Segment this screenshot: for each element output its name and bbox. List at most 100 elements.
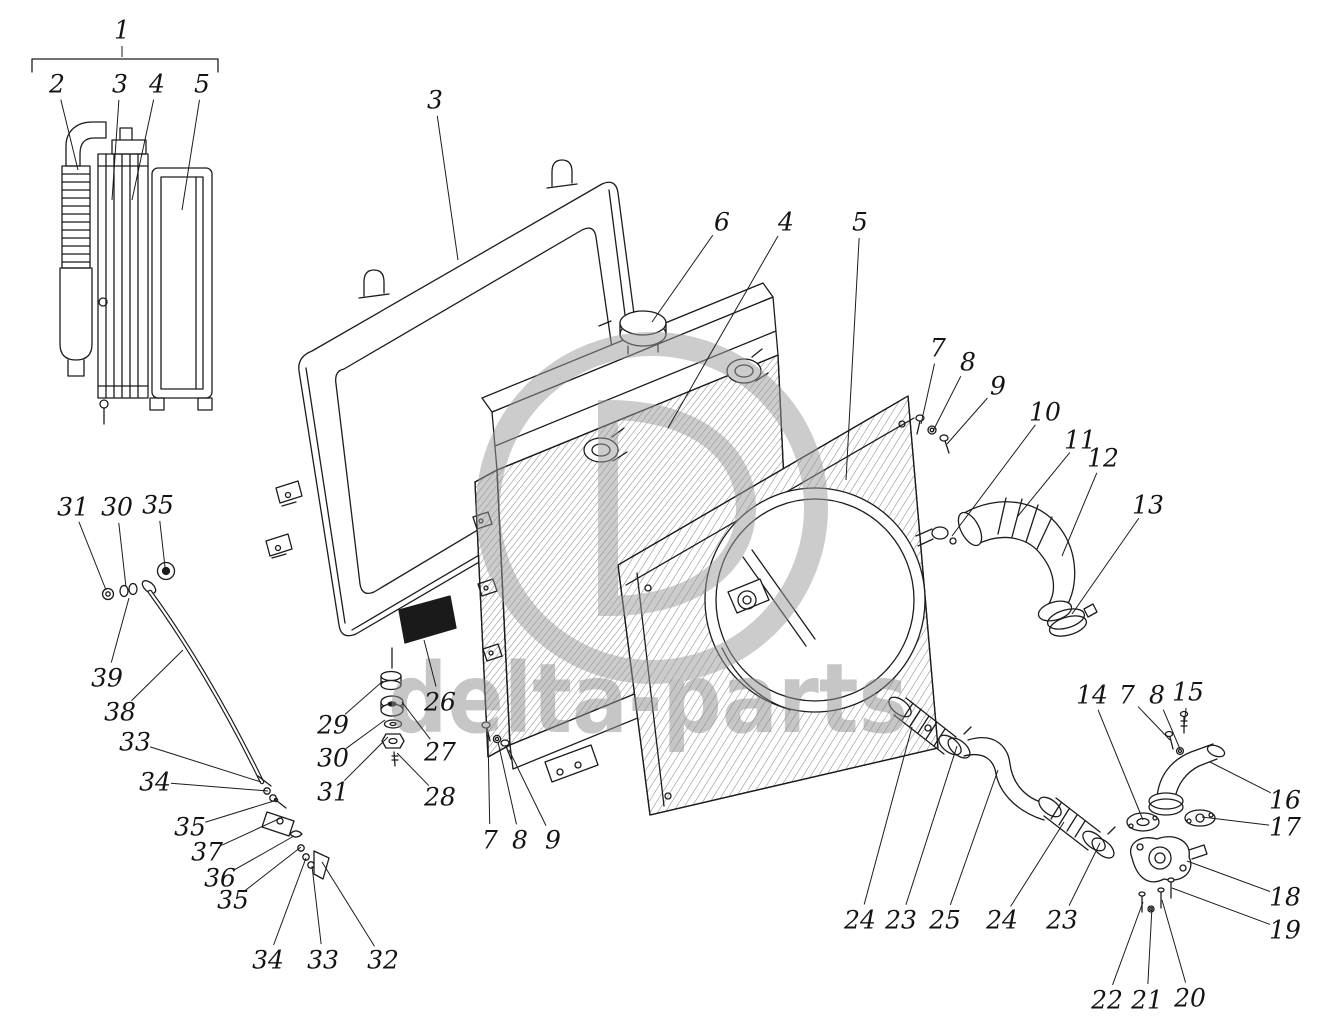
- callout-34: 34: [139, 768, 171, 797]
- callout-8: 8: [512, 826, 528, 855]
- leader-line-31: [343, 736, 389, 782]
- leader-line-22: [1112, 901, 1144, 986]
- thermostat-outlet-group: [1126, 710, 1226, 913]
- leader-line-12: [1061, 472, 1098, 557]
- leader-line-16: [1209, 761, 1271, 794]
- callout-31: 31: [317, 778, 349, 807]
- leader-line-8: [1162, 709, 1181, 750]
- leader-line-15: [1183, 707, 1187, 727]
- callout-33: 33: [307, 946, 339, 975]
- callout-26: 26: [423, 688, 456, 717]
- washer: [383, 719, 403, 729]
- leader-line-3: [111, 99, 120, 201]
- callout-24: 24: [843, 906, 876, 935]
- callout-17: 17: [1269, 813, 1301, 842]
- leader-line-32: [321, 861, 375, 947]
- callout-20: 20: [1173, 984, 1206, 1013]
- callout-39: 39: [91, 664, 123, 693]
- line-art: [31, 58, 1226, 913]
- leader-line-17: [1201, 816, 1270, 826]
- bolt: [1164, 730, 1174, 738]
- leader-line-11: [1017, 452, 1071, 517]
- callout-16: 16: [1269, 786, 1301, 815]
- leader-line-9: [946, 397, 988, 445]
- leader-line-7: [487, 734, 491, 825]
- callout-7: 7: [482, 826, 498, 855]
- shroud-fitting: [915, 526, 957, 547]
- drain-rod-assembly: [101, 561, 330, 880]
- callout-4: 4: [148, 70, 165, 99]
- leader-line-8: [497, 741, 517, 825]
- callout-18: 18: [1269, 883, 1301, 912]
- leader-line-30: [118, 522, 127, 588]
- screw: [939, 434, 949, 442]
- lower-bolt-set: [481, 721, 512, 760]
- frame-bracket: [275, 480, 303, 504]
- leader-line-21: [1147, 906, 1153, 985]
- watermark-letter-d: [598, 399, 757, 617]
- leader-line-36: [233, 835, 295, 871]
- callout-3: 3: [427, 86, 443, 115]
- callout-24: 24: [985, 906, 1018, 935]
- leader-line-5: [181, 99, 200, 211]
- thermostat-housing: [1130, 836, 1192, 883]
- leader-line-37: [221, 816, 284, 846]
- leader-line-24: [863, 726, 913, 905]
- washer: [128, 582, 138, 596]
- leader-line-24: [1010, 821, 1065, 907]
- callout-2: 2: [48, 70, 65, 99]
- lever: [313, 850, 330, 880]
- callout-27: 27: [423, 738, 456, 767]
- inset-radiator-side-view: [31, 58, 219, 425]
- inset-tank: [59, 267, 93, 361]
- callout-5: 5: [194, 70, 210, 99]
- leader-line-33: [150, 746, 262, 783]
- leader-line-9: [508, 749, 547, 826]
- leader-line-20: [1161, 899, 1187, 983]
- callout-32: 32: [367, 946, 399, 975]
- hose-clamp: [1091, 837, 1115, 859]
- callout-6: 6: [714, 208, 730, 237]
- leader-line-31: [78, 521, 107, 591]
- frame-bracket: [265, 533, 293, 557]
- leader-line-6: [651, 234, 714, 323]
- washer: [927, 425, 937, 435]
- callout-15: 15: [1172, 678, 1204, 707]
- washer: [1175, 746, 1185, 756]
- gasket: [1184, 809, 1216, 827]
- watermark: delta-parts: [388, 332, 908, 755]
- stud: [391, 751, 399, 767]
- callout-21: 21: [1130, 986, 1163, 1015]
- leader-line-35: [205, 799, 278, 823]
- rubber-flap: [398, 595, 457, 644]
- callout-30: 30: [317, 744, 349, 773]
- callout-35: 35: [174, 813, 206, 842]
- callout-19: 19: [1269, 916, 1301, 945]
- callout-37: 37: [191, 838, 223, 867]
- callout-38: 38: [104, 698, 136, 727]
- leader-line-10: [951, 424, 1036, 537]
- leader-line-38: [131, 649, 184, 702]
- leader-line-18: [1186, 860, 1271, 892]
- leader-line-2: [60, 99, 79, 171]
- spring-clip: [289, 830, 303, 838]
- control-rod: [147, 589, 265, 785]
- rod-handle: [141, 580, 157, 594]
- callout-13: 13: [1132, 491, 1164, 520]
- callout-14: 14: [1076, 681, 1108, 710]
- callout-10: 10: [1029, 398, 1061, 427]
- callout-23: 23: [884, 906, 917, 935]
- callout-8: 8: [1149, 681, 1165, 710]
- upper-bolt-set: [915, 414, 950, 454]
- inset-frame-plate: [151, 167, 213, 399]
- callout-5: 5: [852, 208, 868, 237]
- leader-line-7: [920, 363, 935, 425]
- callout-25: 25: [928, 906, 961, 935]
- callout-7: 7: [930, 334, 946, 363]
- callout-9: 9: [545, 826, 561, 855]
- outlet-elbow: [1156, 743, 1214, 798]
- lifting-hook: [546, 159, 578, 189]
- callout-4: 4: [777, 208, 794, 237]
- callout-9: 9: [990, 372, 1006, 401]
